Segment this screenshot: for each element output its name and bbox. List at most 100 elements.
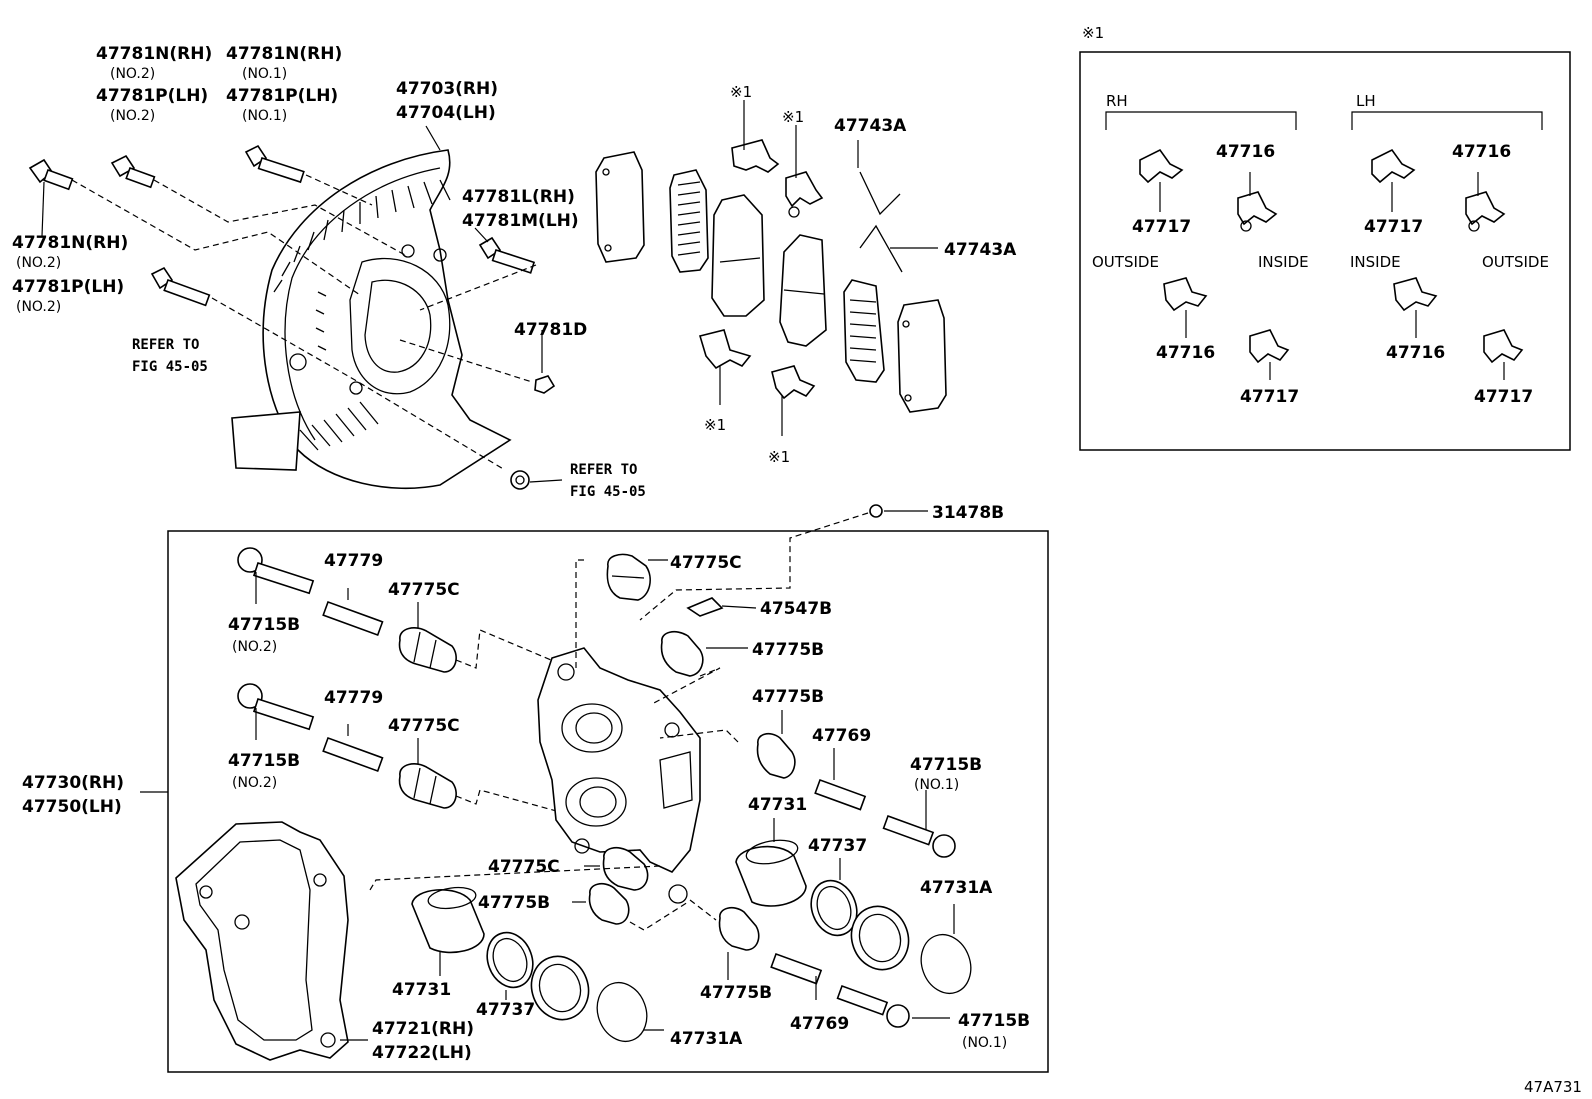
boot-47775b-lower-right: [718, 906, 760, 951]
label-47715b-b: 47715B: [228, 751, 300, 771]
brake-pad-outer-left: [595, 151, 645, 263]
label-no1-c: (NO.1): [914, 777, 959, 793]
label-no1-b: (NO.1): [242, 108, 287, 124]
label-no2-a: (NO.2): [110, 66, 155, 82]
pad-support-plate-bottom-left: [698, 329, 752, 370]
label-47750-lh: 47750(LH): [22, 797, 122, 817]
label-47781n-rh-left: 47781N(RH): [12, 233, 128, 253]
label-47715b-a: 47715B: [228, 615, 300, 635]
label-47731-b: 47731: [392, 980, 451, 1000]
label-47715b-c: 47715B: [910, 755, 982, 775]
disc-brake-dust-cover: [231, 149, 512, 490]
brake-pad-inner-right: [779, 234, 827, 347]
label-47781p-lh-no1: 47781P(LH): [226, 86, 338, 106]
label-47717-rh-bottom: 47717: [1240, 387, 1299, 407]
boot-47775c-top-center: [606, 553, 651, 601]
label-rh: RH: [1106, 92, 1128, 110]
mark-1-a: ※1: [730, 83, 752, 101]
label-47779-b: 47779: [324, 688, 383, 708]
clip-47717-rh-top: [1139, 148, 1184, 184]
label-47781m-lh: 47781M(LH): [462, 211, 579, 231]
bolt-47715b-no2-lower: [237, 683, 315, 731]
label-47781n-rh-no2-top: 47781N(RH): [96, 44, 212, 64]
label-47781l-rh: 47781L(RH): [462, 187, 575, 207]
label-47781p-lh-left: 47781P(LH): [12, 277, 124, 297]
label-47775b-c: 47775B: [478, 893, 550, 913]
pad-wear-indicator-top: [859, 171, 901, 216]
clip-47716-rh-top: [1237, 191, 1278, 232]
bolt-47715b-no1-upper: [882, 814, 956, 858]
bolt-refer-fig-45-05: [150, 266, 211, 307]
label-47717-lh-top: 47717: [1364, 217, 1423, 237]
label-47703-rh: 47703(RH): [396, 79, 498, 99]
bolt-47715b-no1-lower: [836, 984, 910, 1028]
clip-47716-rh-bottom: [1163, 277, 1208, 312]
guide-pin-47769-upper: [814, 778, 867, 811]
label-outside-lh: OUTSIDE: [1482, 253, 1549, 271]
mounting-bracket-47721: [175, 821, 349, 1061]
label-47775c-a: 47775C: [388, 580, 460, 600]
label-no2-f: (NO.2): [232, 775, 277, 791]
boot-47775c-lower-left: [398, 763, 457, 809]
label-refer-to-b: REFER TO: [570, 462, 637, 478]
label-no2-c: (NO.2): [16, 255, 61, 271]
label-fig-45-05-b: FIG 45-05: [570, 484, 646, 500]
label-47547b: 47547B: [760, 599, 832, 619]
label-47716-rh-bottom: 47716: [1156, 343, 1215, 363]
piston-47731-right: [735, 839, 807, 907]
label-47716-rh-top: 47716: [1216, 142, 1275, 162]
bolt-47781n-rh-no2-left: [28, 158, 74, 191]
label-47775c-c: 47775C: [488, 857, 560, 877]
cylinder-boot-47731a-right: [920, 933, 972, 995]
label-47743a-top: 47743A: [834, 116, 907, 136]
boot-47775b-lower-center: [588, 882, 630, 925]
label-no2-e: (NO.2): [232, 639, 277, 655]
clip-47716-lh-top: [1465, 191, 1506, 232]
bolt-47781l-rh: [478, 236, 536, 274]
label-47775b-a: 47775B: [752, 640, 824, 660]
pad-wear-indicator-bottom: [859, 224, 903, 273]
label-47769-a: 47769: [812, 726, 871, 746]
label-47731-a: 47731: [748, 795, 807, 815]
pad-support-plate-top-left: [731, 139, 780, 173]
bolt-47781n-rh-no2-top: [110, 154, 156, 189]
label-refer-to-a: REFER TO: [132, 337, 199, 353]
boot-ring-left: [530, 955, 590, 1021]
label-31478b: 31478B: [932, 503, 1004, 523]
clip-47717-rh-bottom: [1249, 329, 1290, 364]
label-47715b-d: 47715B: [958, 1011, 1030, 1031]
mark-1-d: ※1: [768, 448, 790, 466]
label-no1-d: (NO.1): [962, 1035, 1007, 1051]
clip-47717-lh-bottom: [1483, 329, 1524, 364]
nut-47781d: [534, 375, 556, 394]
label-47781d: 47781D: [514, 320, 587, 340]
label-no2-b: (NO.2): [110, 108, 155, 124]
label-lh: LH: [1356, 92, 1376, 110]
label-47730-rh: 47730(RH): [22, 773, 124, 793]
diagram-code: 47A731: [1524, 1078, 1582, 1096]
label-47717-lh-bottom: 47717: [1474, 387, 1533, 407]
boot-47775b-mid: [756, 732, 796, 779]
label-47731a-b: 47731A: [670, 1029, 743, 1049]
label-47704-lh: 47704(LH): [396, 103, 496, 123]
label-47775b-b: 47775B: [752, 687, 824, 707]
inset-mark-1: ※1: [1082, 24, 1104, 42]
anti-squeal-shim-right: [843, 279, 885, 383]
piston-47731-left: [411, 886, 485, 954]
boot-47775c-upper-left: [398, 627, 457, 673]
brake-pad-inner-left: [711, 194, 765, 317]
label-47731a-a: 47731A: [920, 878, 993, 898]
clip-47716-lh-bottom: [1393, 277, 1438, 312]
mark-1-b: ※1: [782, 108, 804, 126]
label-47775c-b: 47775C: [388, 716, 460, 736]
bleeder-plug-47547b: [686, 597, 724, 617]
label-47781n-rh-no1: 47781N(RH): [226, 44, 342, 64]
mark-1-c: ※1: [704, 416, 726, 434]
label-47737-a: 47737: [808, 836, 867, 856]
label-inside-lh: INSIDE: [1350, 253, 1401, 271]
label-47716-lh-top: 47716: [1452, 142, 1511, 162]
label-no1-a: (NO.1): [242, 66, 287, 82]
caliper-assembly-frame: [167, 530, 1049, 1073]
